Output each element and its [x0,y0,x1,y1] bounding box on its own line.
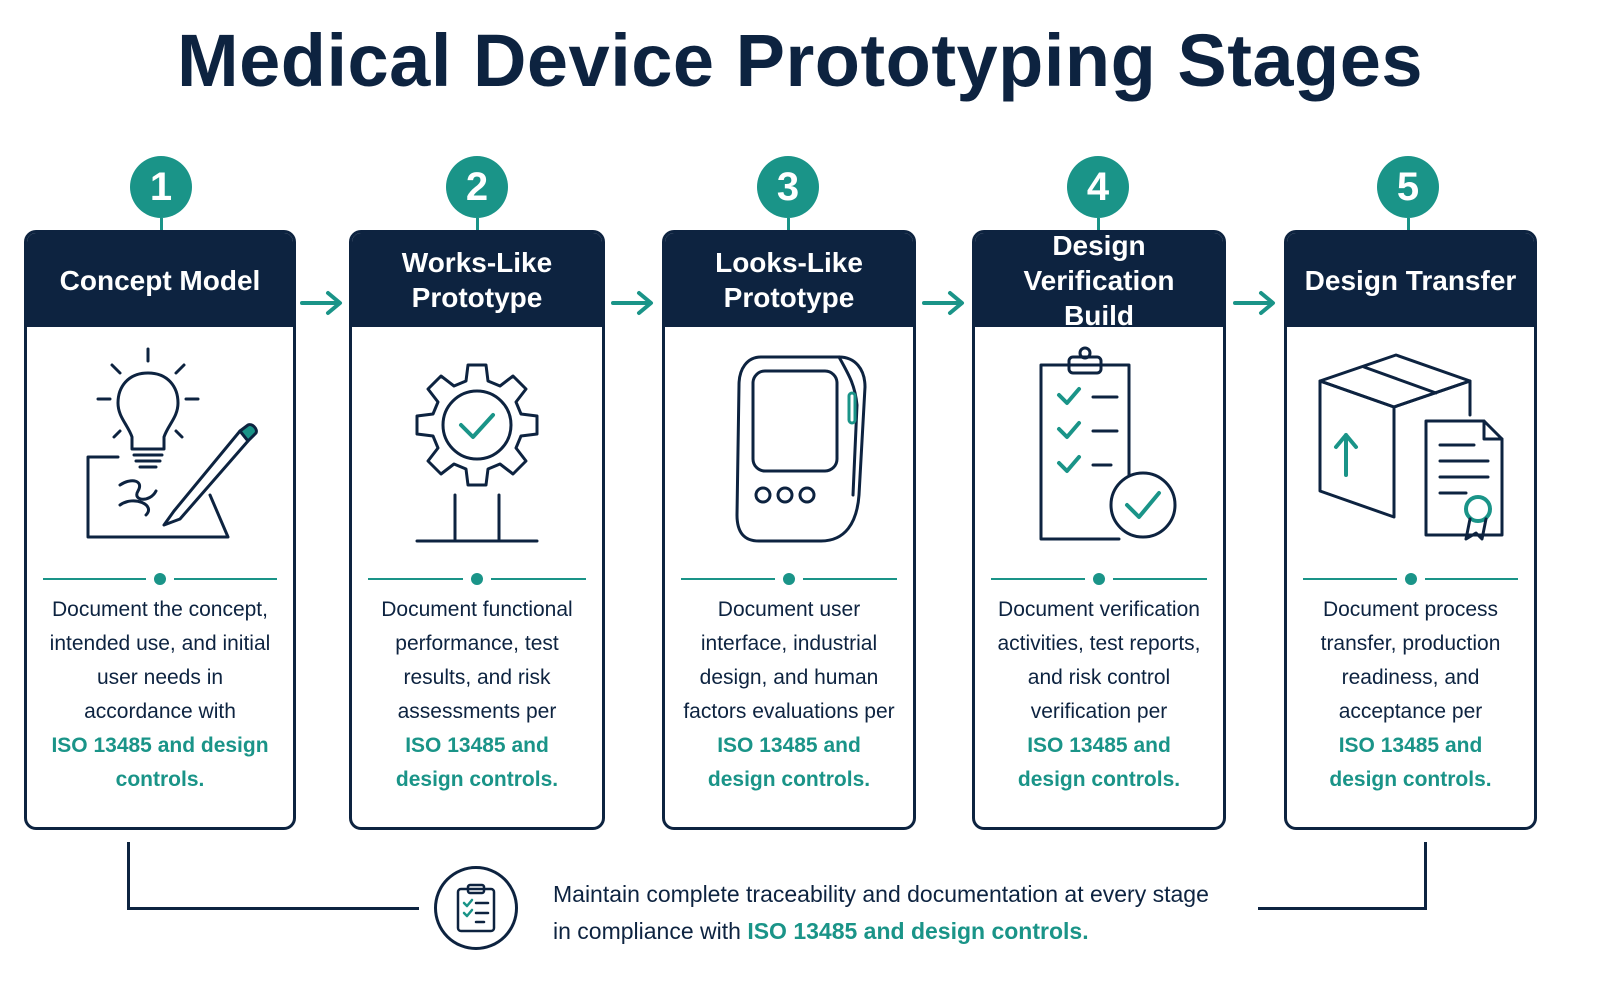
footer-line-2: in compliance with ISO 13485 and design … [553,913,1253,950]
stage-1-description: Document the concept, intended use, and … [45,593,275,797]
stage-5-compliance-text: ISO 13485 and design controls. [1329,734,1492,791]
footer-line-2-prefix: in compliance with [553,918,748,944]
stage-5-badge-connector [1407,218,1410,230]
stage-2-badge-connector [476,218,479,230]
stage-3-title: Looks-Like Prototype [715,247,863,313]
stage-1-number-badge: 1 [130,156,192,218]
footer-bracket-right-horizontal [1258,907,1427,910]
stage-3-description-text: Document user interface, industrial desi… [683,598,895,723]
stage-2-card: Works-Like Prototype Document functional… [349,230,605,830]
package-certificate-icon [1287,345,1534,565]
stage-4-compliance-text: ISO 13485 and design controls. [1017,734,1181,791]
stage-4-card: Design Verification Build Document verif… [972,230,1226,830]
stage-4-number-badge: 4 [1067,156,1129,218]
stage-1-compliance-text: ISO 13485 and design controls. [51,734,269,791]
footer-compliance-text: ISO 13485 and design controls. [747,918,1089,944]
stage-1-description-text: Document the concept, intended use, and … [49,598,271,723]
footer-message: Maintain complete traceability and docum… [553,876,1253,950]
stage-2-divider [368,573,586,585]
clipboard-checklist-icon [456,883,496,933]
stage-1-header: Concept Model [27,233,293,327]
footer-clipboard-badge [434,866,518,950]
stage-3-card: Looks-Like Prototype Document user inter… [662,230,916,830]
stage-5-description: Document process transfer, production re… [1305,593,1516,797]
handheld-device-icon [665,345,913,565]
stage-4-badge-connector [1097,218,1100,230]
stage-2-compliance-text: ISO 13485 and design controls. [395,734,559,791]
arrow-right-icon [922,291,964,315]
arrow-right-icon [1233,291,1275,315]
stage-5-number-badge: 5 [1377,156,1439,218]
stage-2-title: Works-Like Prototype [401,247,553,313]
page-title: Medical Device Prototyping Stages [176,19,1424,102]
stage-3-divider [681,573,897,585]
arrow-right-icon [611,291,653,315]
stage-4-divider [991,573,1207,585]
stage-4-description-text: Document verification activities, test r… [997,598,1201,723]
stage-2-header: Works-Like Prototype [352,233,602,327]
stage-1-divider [43,573,277,585]
footer-line-1: Maintain complete traceability and docum… [553,881,1209,907]
stage-1-card: Concept Model Document the concept, inte… [24,230,296,830]
clipboard-checklist-icon [975,345,1223,565]
stage-3-badge-connector [787,218,790,230]
stage-1-badge-connector [160,218,163,230]
stage-5-header: Design Transfer [1287,233,1534,327]
footer-bracket-left-vertical [127,842,130,910]
stage-3-compliance-text: ISO 13485 and design controls. [707,734,871,791]
stage-3-number-badge: 3 [757,156,819,218]
stage-1-title: Concept Model [59,264,261,296]
stage-2-description: Document functional performance, test re… [370,593,584,797]
stage-3-header: Looks-Like Prototype [665,233,913,327]
stage-3-description: Document user interface, industrial desi… [683,593,895,797]
stage-5-card: Design Transfer Document process transfe… [1284,230,1537,830]
stage-4-description: Document verification activities, test r… [993,593,1205,797]
lightbulb-sketch-icon [27,345,293,565]
stage-5-title: Design Transfer [1304,264,1517,296]
stage-5-description-text: Document process transfer, production re… [1320,598,1501,723]
arrow-right-icon [300,291,342,315]
gear-check-icon [352,345,602,565]
stage-5-divider [1303,573,1518,585]
footer-bracket-right-vertical [1424,842,1427,910]
stage-4-header: Design Verification Build [975,233,1223,331]
stage-2-number-badge: 2 [446,156,508,218]
stage-2-description-text: Document functional performance, test re… [381,598,573,723]
footer-bracket-left-horizontal [127,907,419,910]
stage-4-title: Design Verification Build [1023,230,1175,331]
